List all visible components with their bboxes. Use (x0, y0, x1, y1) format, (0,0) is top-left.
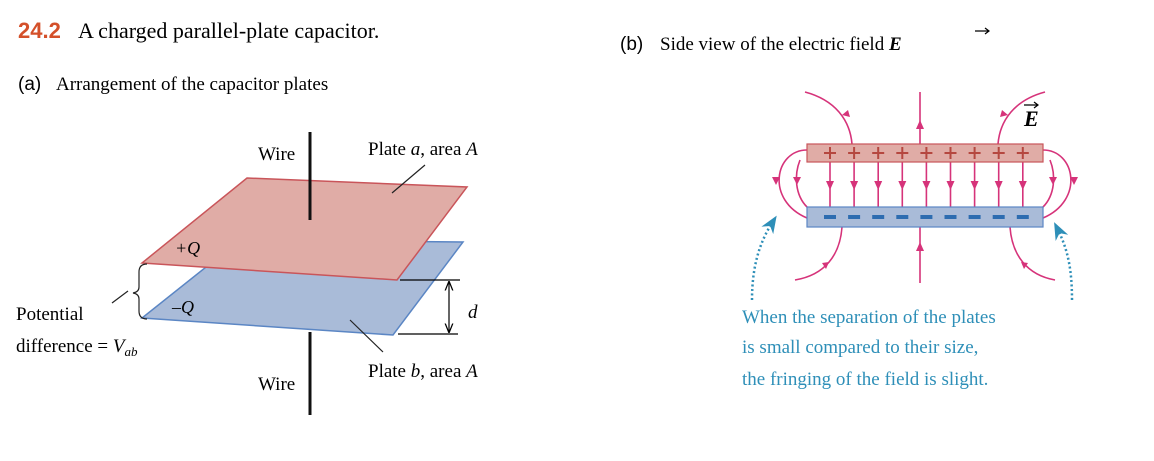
plate-a (140, 177, 469, 281)
field-label: E (1023, 106, 1039, 131)
fringe-left-bottom (794, 226, 843, 281)
potential-label-line1: Potential (16, 304, 84, 325)
plus-sign (920, 147, 933, 159)
separation-label: d (468, 302, 478, 323)
separation-dimension (398, 279, 460, 335)
plate-b-leader (349, 319, 384, 353)
minus-sign (968, 215, 981, 219)
plus-sign (896, 147, 909, 159)
minus-sign (848, 215, 861, 219)
field-vector-arrow-icon (1024, 101, 1039, 109)
minus-sign (992, 215, 1005, 219)
field-arrowhead (970, 181, 979, 190)
vector-arrow-icon (975, 27, 990, 35)
plus-sign (992, 147, 1005, 159)
plate-a-leader (391, 164, 426, 194)
field-arrowhead (826, 181, 834, 190)
figure-title: A charged parallel-plate capacitor. (78, 18, 379, 43)
plate-a-label: Plate a, area A (368, 139, 478, 160)
plus-sign (872, 147, 885, 159)
field-arrowhead (994, 181, 1003, 190)
caption-pointer-left (750, 215, 777, 301)
part-b-label: (b) (620, 34, 643, 55)
potential-label-line2: difference = Vab (16, 336, 138, 359)
fringe-right-inner (1042, 159, 1055, 208)
caption-line-3: the fringing of the field is slight. (742, 369, 988, 390)
wire-top-label: Wire (258, 144, 295, 165)
plus-sign (1016, 147, 1029, 159)
fringe-left-top (804, 91, 853, 145)
field-arrowhead (850, 181, 859, 190)
minus-sign (896, 215, 909, 219)
caption-pointer-right (1054, 222, 1074, 301)
fringe-right-bottom (1009, 226, 1056, 281)
fringe-right-top (997, 91, 1046, 145)
fringe-left-inner (795, 159, 808, 208)
charge-positive: +Q (175, 238, 200, 258)
plus-sign (848, 147, 861, 159)
minus-sign (872, 215, 885, 219)
part-a-title: Arrangement of the capacitor plates (56, 74, 328, 95)
field-arrowhead (1018, 181, 1027, 190)
part-b-title: Side view of the electric field E (660, 34, 902, 55)
fringe-left-outer (778, 149, 808, 219)
plus-sign (944, 147, 957, 159)
wire-bottom-label: Wire (258, 374, 295, 395)
brace (132, 263, 148, 320)
caption-line-2: is small compared to their size, (742, 337, 978, 358)
plus-sign (968, 147, 981, 159)
field-arrowhead (874, 181, 883, 190)
figure-number: 24.2 (18, 18, 61, 43)
potential-leader (111, 290, 129, 304)
plus-sign (824, 147, 836, 159)
field-arrowheads (772, 110, 1078, 269)
plate-charges (824, 147, 1029, 219)
caption-line-1: When the separation of the plates (742, 307, 996, 328)
minus-sign (1016, 215, 1029, 219)
minus-sign (944, 215, 957, 219)
field-arrowhead (898, 181, 907, 190)
plate-b-label: Plate b, area A (368, 361, 478, 382)
part-a-label: (a) (18, 74, 41, 95)
fringe-right-outer (1042, 149, 1072, 219)
field-lines (778, 91, 1072, 283)
minus-sign (920, 215, 933, 219)
minus-sign (824, 215, 836, 219)
charge-negative: –Q (171, 297, 194, 317)
field-arrowhead (946, 181, 955, 190)
